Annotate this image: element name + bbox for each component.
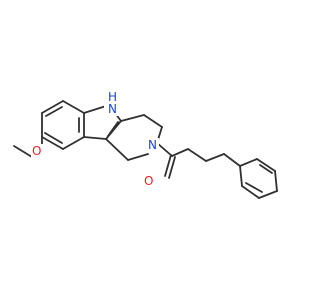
- nh-label-h: H: [108, 90, 117, 104]
- bond-line: [44, 132, 63, 144]
- bond-line: [83, 136, 107, 140]
- bond-line: [156, 142, 173, 157]
- bond-line: [171, 148, 189, 157]
- bond-line: [164, 154, 172, 177]
- bond-line: [83, 105, 107, 114]
- bond-line: [259, 164, 273, 174]
- bond-line: [168, 156, 176, 179]
- bond-line: [107, 121, 119, 137]
- bond-line: [205, 153, 225, 162]
- bond-line: [41, 100, 64, 114]
- bond-line: [256, 158, 276, 172]
- nh-label-n: N: [108, 102, 117, 116]
- methoxy-o-label: O: [32, 144, 41, 158]
- bond-line: [45, 106, 63, 117]
- bond-line: [239, 165, 243, 187]
- bond-line: [245, 182, 263, 193]
- bond-line: [41, 136, 64, 150]
- molecule-structure: H N N O O: [13, 90, 278, 199]
- bond-line: [239, 158, 258, 167]
- bond-line: [143, 114, 163, 128]
- bond-line: [13, 145, 33, 158]
- bond-line: [223, 153, 241, 167]
- bond-line: [258, 190, 278, 199]
- n2-label-bg: [147, 138, 159, 152]
- bond-line: [187, 148, 207, 162]
- bond-line: [127, 153, 149, 161]
- bond-line: [105, 138, 129, 161]
- nh-label-bg: [104, 90, 126, 116]
- bond-line: [62, 100, 85, 114]
- structure-canvas: H N N O O: [13, 90, 278, 199]
- bond-line: [62, 136, 85, 150]
- carbonyl-o-label: O: [144, 174, 153, 188]
- bond-line: [274, 170, 278, 192]
- methoxy-o-label-bg: [31, 144, 43, 158]
- carbonyl-o-label-bg: [143, 174, 155, 188]
- bond-line: [120, 114, 145, 122]
- n2-label: N: [148, 138, 157, 152]
- bond-line: [241, 185, 260, 199]
